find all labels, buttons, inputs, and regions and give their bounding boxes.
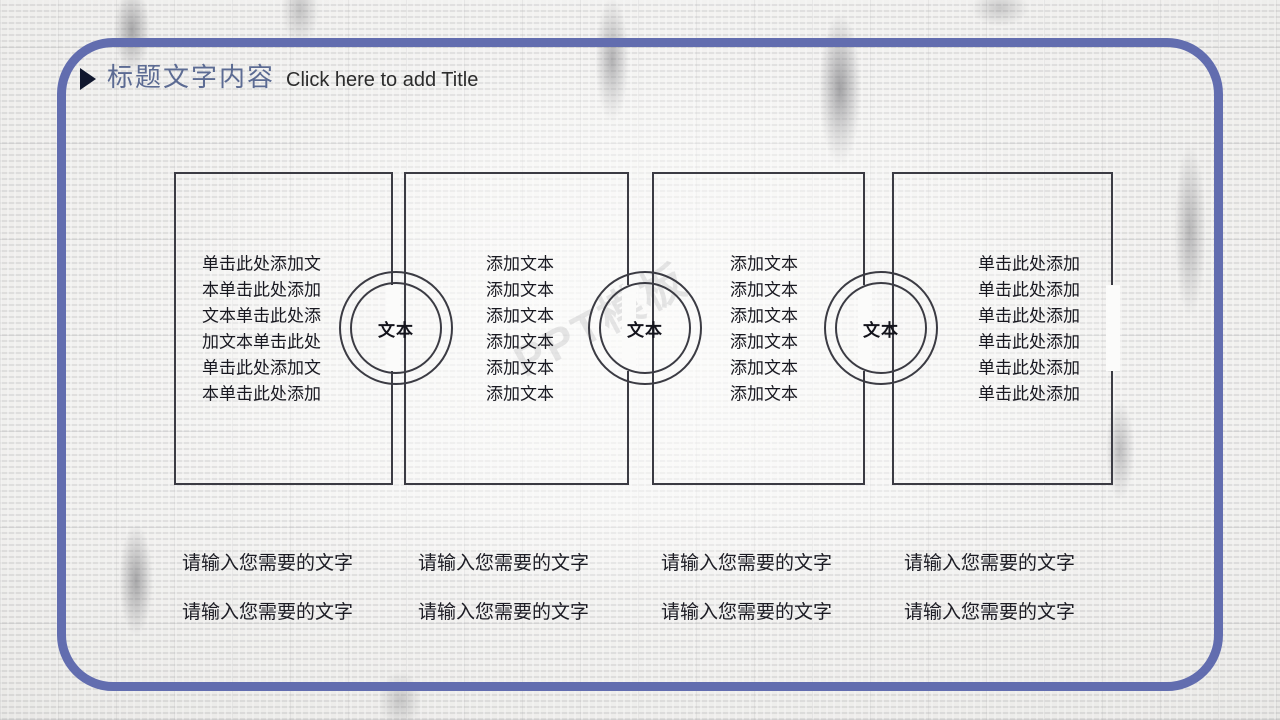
panel-line: 添加文本 bbox=[730, 358, 798, 377]
ring-label: 文本 bbox=[378, 320, 414, 340]
panel-line: 单击此处添加 bbox=[978, 384, 1080, 403]
caption-row-2: 请输入您需要的文字 请输入您需要的文字 请输入您需要的文字 请输入您需要的文字 bbox=[0, 597, 1280, 646]
panel-text-4[interactable]: 单击此处添加 单击此处添加 单击此处添加 单击此处添加 单击此处添加 单击此处添… bbox=[894, 255, 1111, 402]
panel-box-4[interactable]: 单击此处添加 单击此处添加 单击此处添加 单击此处添加 单击此处添加 单击此处添… bbox=[892, 172, 1113, 485]
page-title: 标题文字内容 Click here to add Title bbox=[80, 57, 478, 94]
panel-ring-1[interactable]: 文本 bbox=[339, 271, 453, 385]
panel-ring-2[interactable]: 文本 bbox=[588, 271, 702, 385]
panel-line: 添加文本 bbox=[730, 254, 798, 273]
panel-line: 本单击此处添加 bbox=[202, 384, 321, 403]
panel-box-3[interactable]: 添加文本 添加文本 添加文本 添加文本 添加文本 添加文本 bbox=[652, 172, 865, 485]
caption-cell[interactable]: 请输入您需要的文字 bbox=[418, 602, 590, 623]
caption-cell[interactable]: 请输入您需要的文字 bbox=[661, 553, 833, 574]
panel-line: 添加文本 bbox=[486, 332, 554, 351]
panel-line: 单击此处添加 bbox=[978, 280, 1080, 299]
panel-line: 添加文本 bbox=[730, 332, 798, 351]
panel-line: 添加文本 bbox=[486, 254, 554, 273]
panel-line: 本单击此处添加 bbox=[202, 280, 321, 299]
panel-box-1[interactable]: 单击此处添加文 本单击此处添加 文本单击此处添 加文本单击此处 单击此处添加文 … bbox=[174, 172, 393, 485]
caption-cell[interactable]: 请输入您需要的文字 bbox=[182, 553, 354, 574]
slide-frame-border bbox=[57, 38, 1223, 691]
triangle-bullet-icon bbox=[80, 68, 96, 90]
title-english[interactable]: Click here to add Title bbox=[286, 69, 479, 91]
ring-label: 文本 bbox=[863, 320, 899, 340]
panel-line: 添加文本 bbox=[486, 306, 554, 325]
panel-line: 添加文本 bbox=[486, 358, 554, 377]
panel-text-3[interactable]: 添加文本 添加文本 添加文本 添加文本 添加文本 添加文本 bbox=[654, 255, 863, 402]
panel-text-2[interactable]: 添加文本 添加文本 添加文本 添加文本 添加文本 添加文本 bbox=[406, 255, 627, 402]
panel-ring-3[interactable]: 文本 bbox=[824, 271, 938, 385]
border-mask bbox=[1106, 285, 1120, 371]
panel-text-1[interactable]: 单击此处添加文 本单击此处添加 文本单击此处添 加文本单击此处 单击此处添加文 … bbox=[176, 255, 391, 402]
caption-cell[interactable]: 请输入您需要的文字 bbox=[904, 602, 1076, 623]
panel-line: 添加文本 bbox=[730, 306, 798, 325]
panel-line: 单击此处添加文 bbox=[202, 254, 321, 273]
caption-cell[interactable]: 请输入您需要的文字 bbox=[182, 602, 354, 623]
panel-line: 单击此处添加 bbox=[978, 254, 1080, 273]
caption-cell[interactable]: 请输入您需要的文字 bbox=[661, 602, 833, 623]
panel-line: 文本单击此处添 bbox=[202, 306, 321, 325]
panel-line: 添加文本 bbox=[730, 384, 798, 403]
panel-line: 单击此处添加 bbox=[978, 332, 1080, 351]
caption-group: 请输入您需要的文字 请输入您需要的文字 请输入您需要的文字 请输入您需要的文字 … bbox=[0, 548, 1280, 646]
panel-line: 添加文本 bbox=[730, 280, 798, 299]
panel-line: 单击此处添加 bbox=[978, 358, 1080, 377]
panel-line: 单击此处添加 bbox=[978, 306, 1080, 325]
caption-cell[interactable]: 请输入您需要的文字 bbox=[418, 553, 590, 574]
caption-cell[interactable]: 请输入您需要的文字 bbox=[904, 553, 1076, 574]
panel-line: 添加文本 bbox=[486, 280, 554, 299]
panel-line: 加文本单击此处 bbox=[202, 332, 321, 351]
panel-line: 添加文本 bbox=[486, 384, 554, 403]
ring-label: 文本 bbox=[627, 320, 663, 340]
caption-row-1: 请输入您需要的文字 请输入您需要的文字 请输入您需要的文字 请输入您需要的文字 bbox=[0, 548, 1280, 597]
title-chinese[interactable]: 标题文字内容 bbox=[107, 62, 276, 92]
panel-line: 单击此处添加文 bbox=[202, 358, 321, 377]
